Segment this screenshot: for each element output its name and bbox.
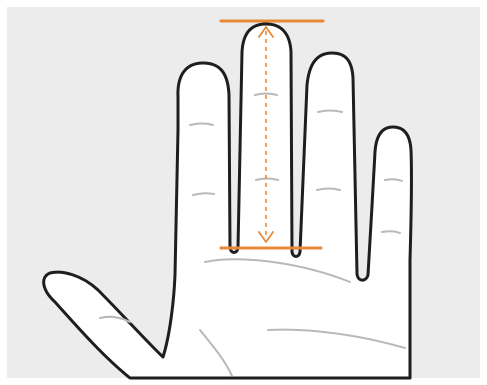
hand-measurement-illustration: [0, 0, 487, 385]
illustration-canvas: [0, 0, 487, 385]
